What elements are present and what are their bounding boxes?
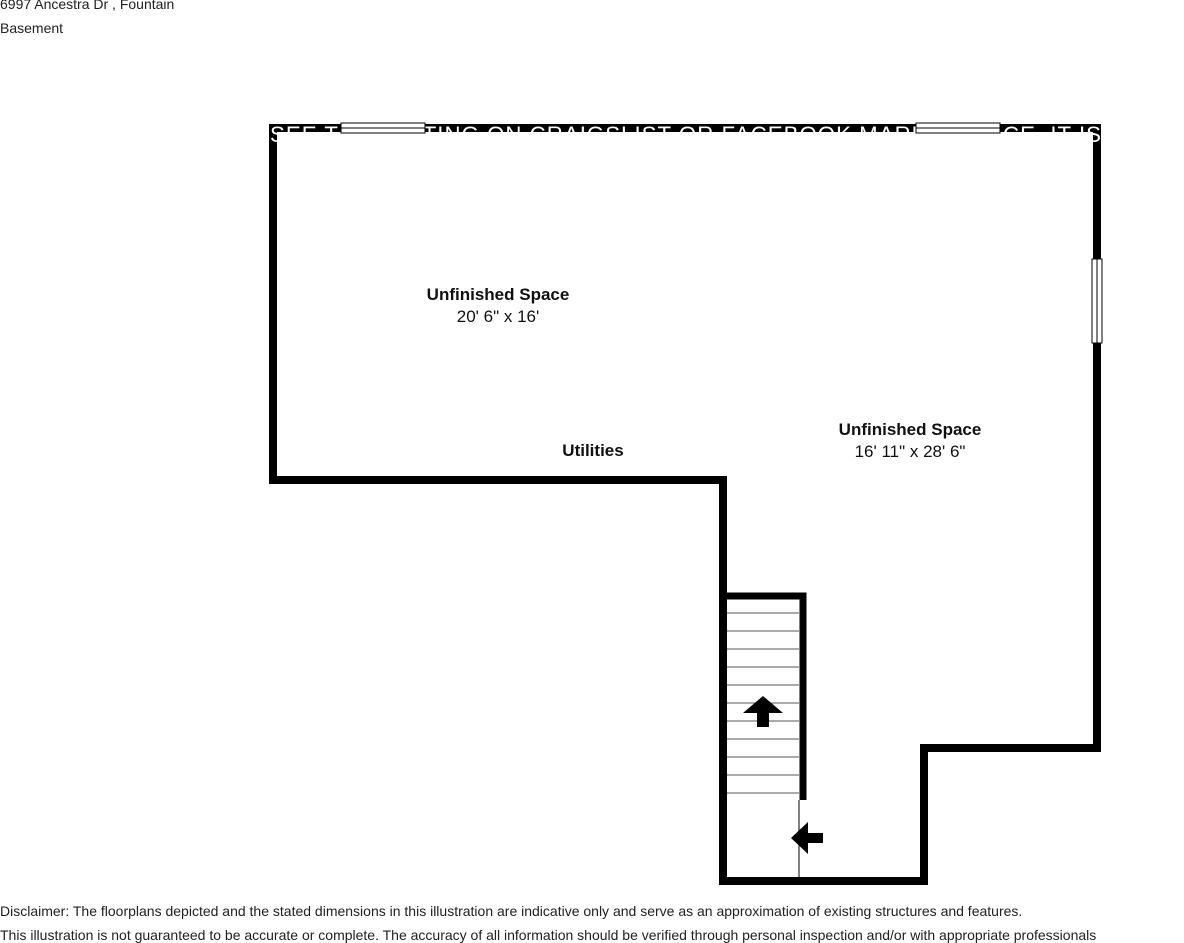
stair-up-arrow-icon [743,696,783,727]
window-top-right [915,122,1001,134]
window-top-left [340,122,426,134]
window-right [1091,258,1103,344]
room-dims-unfinished-2: 16' 11" x 28' 6" [855,442,966,461]
property-address: 6997 Ancestra Dr , Fountain [0,0,175,12]
room-name-utilities: Utilities [562,441,623,460]
exterior-wall [269,124,1101,885]
disclaimer-line-2: This illustration is not guaranteed to b… [0,927,1097,943]
room-dims-unfinished-1: 20' 6" x 16' [457,307,539,326]
disclaimer-line-1: Disclaimer: The floorplans depicted and … [0,903,1023,919]
floor-level-label: Basement [0,20,64,36]
room-name-unfinished-2: Unfinished Space [839,420,982,439]
room-name-unfinished-1: Unfinished Space [427,285,570,304]
entry-left-arrow-icon [791,822,823,854]
